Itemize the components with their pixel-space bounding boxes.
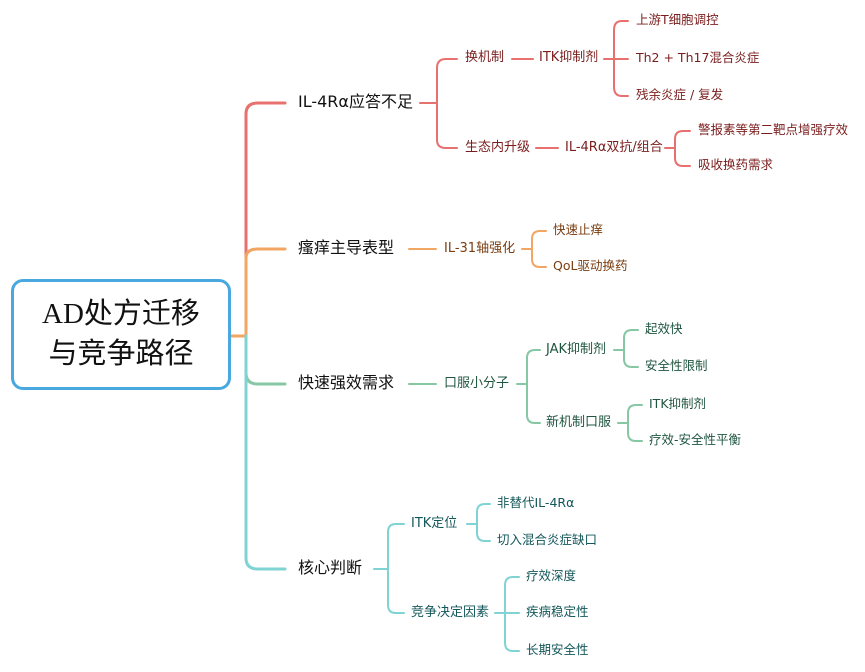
leaf-qol-driven-switch: QoL驱动换药	[553, 258, 628, 273]
branch-core-judgment: 核心判断	[298, 558, 363, 577]
leaf-safety-limit: 安全性限制	[645, 358, 708, 373]
node-itk-inhibitor: ITK抑制剂	[539, 50, 599, 65]
node-switch-mechanism: 换机制	[465, 50, 505, 65]
leaf-not-replace-il4r: 非替代IL-4Rα	[497, 495, 575, 510]
node-oral-small-molecule: 口服小分子	[444, 376, 510, 391]
leaf-fast-onset: 起效快	[645, 321, 683, 336]
branch-fast-potent-need: 快速强效需求	[298, 373, 395, 392]
node-jak-inhibitor: JAK抑制剂	[546, 342, 607, 357]
leaf-residual-relapse: 残余炎症 / 复发	[636, 87, 724, 102]
link-branch-red	[244, 101, 287, 338]
leaf-alarmin-second-target: 警报素等第二靶点增强疗效	[698, 122, 849, 137]
branch-il4r-insufficient: IL-4Rα应答不足	[298, 92, 413, 111]
leaf-fast-itch-relief: 快速止痒	[553, 222, 604, 237]
node-itk-positioning: ITK定位	[411, 516, 458, 531]
leaf-th2-th17: Th2 + Th17混合炎症	[636, 50, 760, 65]
node-bispecific-combo: IL-4Rα双抗/组合	[565, 140, 663, 155]
link-branch-teal	[244, 334, 287, 571]
leaf-long-term-safety: 长期安全性	[526, 642, 589, 657]
leaf-disease-stability: 疾病稳定性	[526, 604, 589, 619]
node-il31-axis: IL-31轴强化	[444, 241, 516, 256]
node-new-mechanism-oral: 新机制口服	[546, 415, 612, 430]
leaf-upstream-t-cell: 上游T细胞调控	[636, 12, 719, 27]
leaf-efficacy-safety-balance: 疗效-安全性平衡	[649, 432, 742, 447]
leaf-mixed-inflammation-gap: 切入混合炎症缺口	[497, 532, 598, 547]
node-ecosystem-upgrade: 生态内升级	[465, 140, 531, 155]
root-node: AD处方迁移 与竞争路径	[11, 279, 231, 390]
branch-itch-dominant: 瘙痒主导表型	[298, 238, 395, 257]
link-branch-green	[244, 334, 287, 386]
leaf-absorb-switch-demand: 吸收换药需求	[698, 157, 774, 172]
leaf-efficacy-depth: 疗效深度	[526, 568, 577, 583]
leaf-itk-inhibitor: ITK抑制剂	[649, 396, 707, 411]
link-branch-orange	[244, 247, 287, 338]
node-competition-factors: 竞争决定因素	[411, 605, 490, 620]
root-title-line2: 与竞争路径	[48, 337, 194, 370]
root-title-line1: AD处方迁移	[42, 298, 200, 331]
